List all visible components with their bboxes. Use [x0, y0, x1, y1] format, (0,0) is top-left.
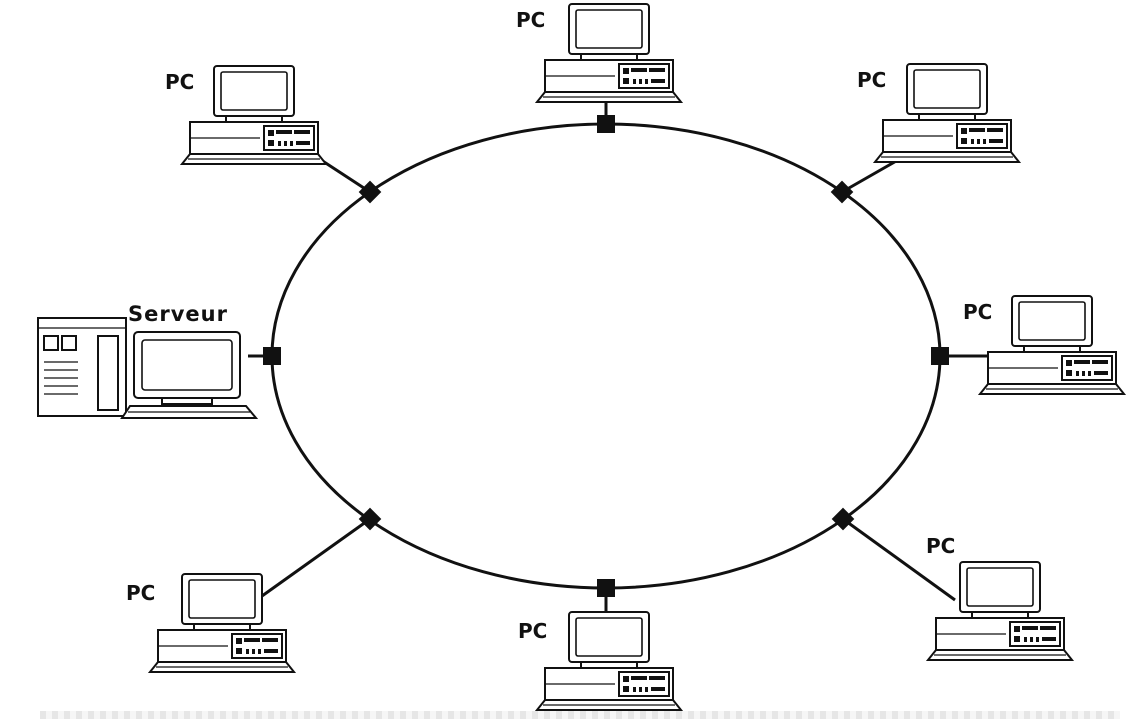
connector-square-top	[597, 115, 615, 133]
pc-bottom-computer-icon	[536, 611, 682, 711]
label-pc-right: PC	[963, 300, 992, 324]
pc-bottom-right-computer-icon	[927, 561, 1073, 661]
bottom-edge-band	[40, 711, 1120, 719]
connector-diamond-top-right	[830, 180, 854, 204]
connector-diamond-top-left	[358, 180, 382, 204]
link-pc-bottom-left	[261, 517, 371, 598]
pc-right-computer-icon	[979, 295, 1125, 395]
link-pc-bottom-right	[842, 517, 956, 602]
label-pc-bottom-left: PC	[126, 581, 155, 605]
label-server: Serveur	[128, 302, 228, 326]
pc-top-right-computer-icon	[874, 63, 1020, 163]
connector-diamond-bottom-right	[831, 507, 855, 531]
server-computer-icon	[37, 317, 257, 419]
label-pc-top: PC	[516, 8, 545, 32]
label-pc-top-left: PC	[165, 70, 194, 94]
connector-square-right	[931, 347, 949, 365]
pc-top-left-computer-icon	[181, 65, 327, 165]
link-pc-top-right	[841, 158, 899, 194]
label-pc-bottom-right: PC	[926, 534, 955, 558]
pc-top-computer-icon	[536, 3, 682, 103]
label-pc-bottom: PC	[518, 619, 547, 643]
label-pc-top-right: PC	[857, 68, 886, 92]
connector-square-bottom	[597, 579, 615, 597]
connector-diamond-bottom-left	[358, 507, 382, 531]
connector-square-left	[263, 347, 281, 365]
